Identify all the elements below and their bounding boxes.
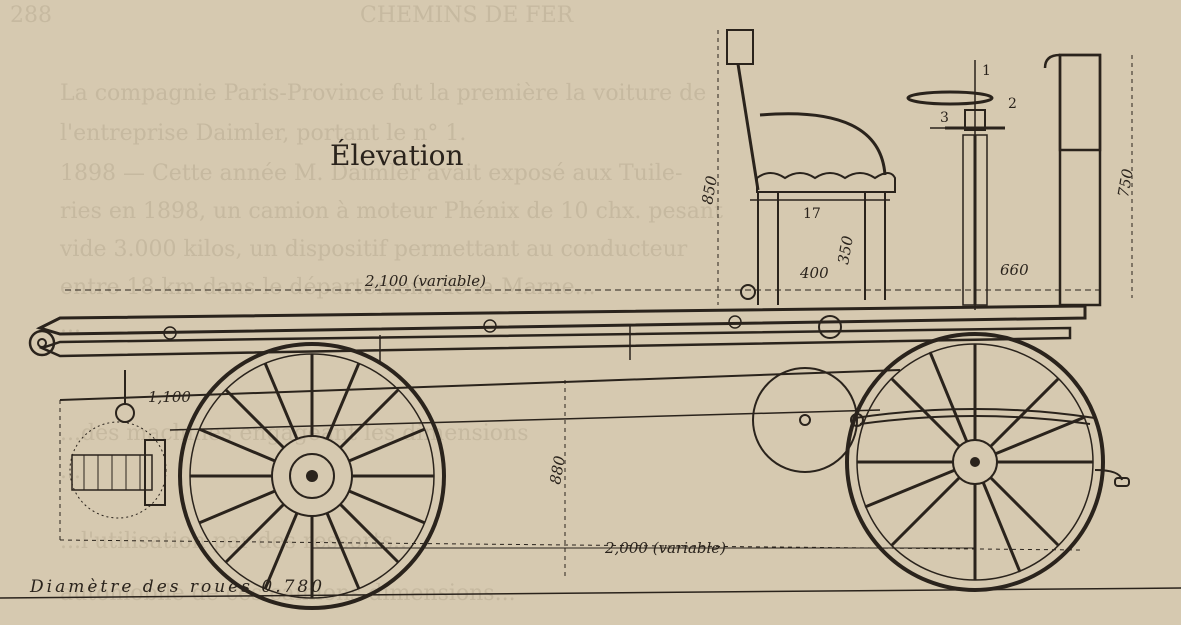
overall-length-label: 2,100 (variable) [364, 272, 486, 290]
front-wheel [178, 342, 446, 610]
diagram-title: Élevation [330, 139, 464, 172]
spoked-wheel-icon [178, 342, 446, 610]
page-header: CHEMINS DE FER [360, 3, 575, 28]
steering-column: 1 2 3 660 [906, 60, 1029, 310]
wheelbase-label: 2,000 (variable) [604, 539, 726, 557]
seat-height-label: 350 [834, 234, 857, 266]
part-1-label: 1 [982, 63, 991, 79]
bg-line-3: 1898 — Cette année M. Daimler avait expo… [60, 161, 682, 186]
background-page-text: 288 CHEMINS DE FER La compagnie Paris-Pr… [10, 3, 723, 606]
bg-line-9: ... [60, 459, 81, 484]
bg-line-11: automobile de ces camions dimensions... [60, 581, 516, 606]
overall-length-dimension: 2,100 (variable) [65, 272, 1100, 291]
part-2-label: 2 [1008, 96, 1017, 112]
column-height-label: 750 [1114, 167, 1137, 199]
page-number: 288 [10, 3, 52, 28]
ground-line [0, 587, 1181, 599]
bg-line-4: ries en 1898, un camion à moteur Phénix … [60, 199, 723, 224]
engine-housing [69, 370, 167, 519]
seat-width-label: 400 [799, 264, 829, 282]
steering-wheel-icon [906, 90, 994, 106]
wheel-diameter-caption: Diamètre des roues 0.780 [29, 577, 325, 597]
front-height-label: 1,100 [148, 388, 191, 406]
pedal-offset-label: 660 [1000, 261, 1029, 279]
part-17-label: 17 [803, 206, 821, 222]
part-3-label: 3 [940, 110, 949, 126]
wheelbase-dimension: 2,000 (variable) [312, 539, 975, 557]
seat-back-height-label: 850 [698, 174, 721, 206]
seat-back-height-dimension: 850 [698, 30, 721, 305]
transmission-disc [752, 367, 858, 473]
seat-assembly: 17 [726, 29, 896, 305]
rear-spring [850, 408, 1096, 427]
seat-icon [726, 29, 754, 65]
front-hook [28, 329, 56, 357]
bg-line-1: La compagnie Paris-Province fut la premi… [60, 81, 706, 106]
rear-wheel [845, 332, 1130, 592]
rear-control-post: 750 [1043, 53, 1137, 307]
axle-height-dimension: 880 [546, 380, 569, 580]
bg-line-6: entre 18 km dans le département de la Ma… [60, 275, 596, 300]
axle-height-label: 880 [546, 454, 569, 486]
bg-line-5: vide 3.000 kilos, un dispositif permetta… [59, 237, 688, 262]
bg-line-2: l'entreprise Daimler, portant le n° 1. [60, 121, 466, 146]
